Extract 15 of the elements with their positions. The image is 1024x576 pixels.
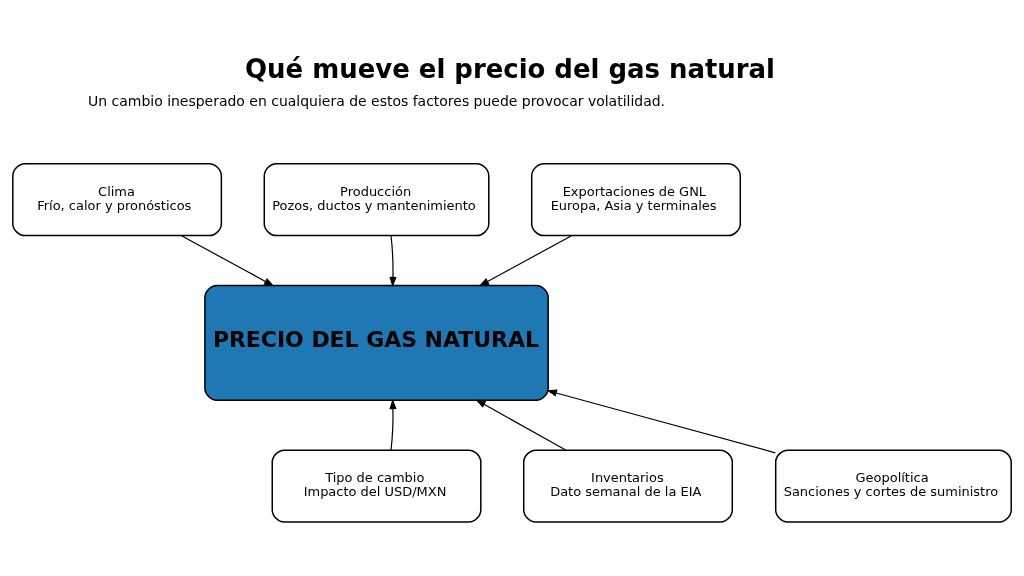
node-box: Clima Frío, calor y pronósticos [12,163,223,237]
node-box: Tipo de cambio Impacto del USD/MXN [271,449,482,523]
node-box: Producción Pozos, ductos y mantenimiento [263,163,490,237]
node-box: Inventarios Dato semanal de la EIA [523,449,734,523]
arrow [478,235,573,287]
label: Un cambio inesperado en cualquiera de estos factores puede provocar volatilidad. [88,93,666,110]
arrow [180,235,275,287]
node-box: Exportaciones de GNL Europa, Asia y terminales [530,163,741,237]
diagram-title: Qué mueve el precio del gas natural [245,53,776,84]
arrow [389,398,397,451]
node-box: Geopolítica Sanciones y cortes de suministro [774,449,1012,523]
arrow [389,235,397,288]
arrow [546,389,776,454]
arrow [475,399,567,451]
node-box: PRECIO DEL GAS NATURAL [204,284,549,401]
